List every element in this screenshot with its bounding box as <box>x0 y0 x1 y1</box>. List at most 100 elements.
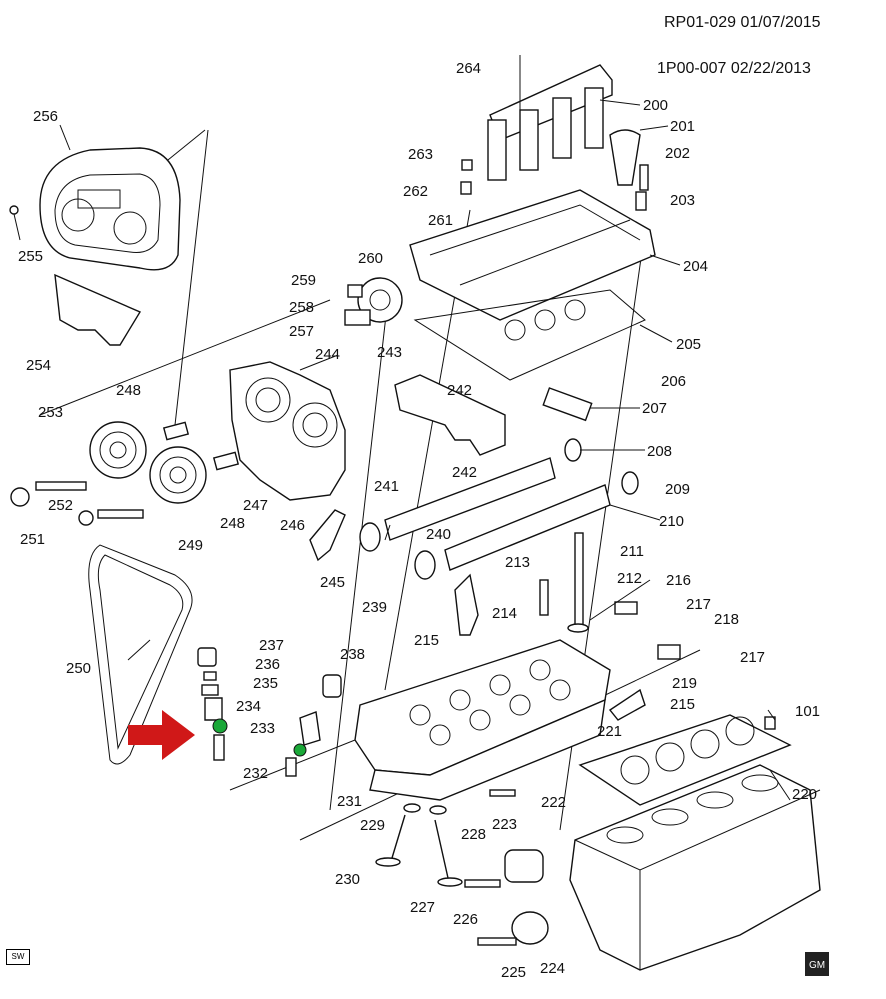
dowels-248 <box>162 421 240 471</box>
callout-205: 205 <box>676 336 701 353</box>
callout-264: 264 <box>456 60 481 77</box>
callout-240: 240 <box>426 526 451 543</box>
callout-243: 243 <box>377 344 402 361</box>
valve-stem-seal-233-highlight <box>212 718 228 734</box>
callout-262: 262 <box>403 183 428 200</box>
sensors-216-218 <box>614 601 681 660</box>
bolt-263-262 <box>460 159 473 195</box>
timing-belt-250 <box>88 544 193 765</box>
callout-224: 224 <box>540 960 565 977</box>
timing-cover-seal-254 <box>54 273 142 346</box>
callout-225: 225 <box>501 964 526 981</box>
callout-260: 260 <box>358 250 383 267</box>
cam-seal-239b <box>414 550 436 580</box>
callout-204: 204 <box>683 258 708 275</box>
callout-213: 213 <box>505 554 530 571</box>
pulleys-223-224 <box>504 849 549 945</box>
callout-232: 232 <box>243 765 268 782</box>
callout-215a: 215 <box>414 632 439 649</box>
callout-248a: 248 <box>116 382 141 399</box>
callout-254: 254 <box>26 357 51 374</box>
upper-timing-cover-256 <box>39 147 181 271</box>
callout-230: 230 <box>335 871 360 888</box>
callout-251: 251 <box>20 531 45 548</box>
callout-223: 223 <box>492 816 517 833</box>
callout-203: 203 <box>670 192 695 209</box>
dowel-101 <box>764 716 776 730</box>
callout-238: 238 <box>340 646 365 663</box>
callout-245: 245 <box>320 574 345 591</box>
callout-248b: 248 <box>220 515 245 532</box>
gm-logo: GM <box>805 952 829 976</box>
cam-seal-239a <box>359 522 381 552</box>
highlight-arrow <box>128 710 195 760</box>
callout-219: 219 <box>672 675 697 692</box>
diagram-ref-code-1: RP01-029 01/07/2015 <box>664 14 821 31</box>
cam-cover-gasket-205 <box>413 289 646 381</box>
stud-202-203 <box>635 164 649 211</box>
bolt-255 <box>9 205 21 241</box>
callout-207: 207 <box>642 400 667 417</box>
cam-bearing-cap-243 <box>394 374 506 456</box>
sw-badge: SW <box>6 949 30 965</box>
callout-253: 253 <box>38 404 63 421</box>
seals-208-209 <box>564 438 639 495</box>
engine-block <box>569 764 821 971</box>
camshaft-cover-204 <box>409 189 656 321</box>
callout-208: 208 <box>647 443 672 460</box>
bracket-214 <box>454 573 479 636</box>
callout-233: 233 <box>250 720 275 737</box>
bracket-219 <box>608 688 646 721</box>
leader-lines <box>59 55 791 801</box>
callout-201: 201 <box>670 118 695 135</box>
callout-101: 101 <box>795 703 820 720</box>
callout-215b: 215 <box>670 696 695 713</box>
diagram-ref-code-2: 1P00-007 02/22/2013 <box>657 60 811 77</box>
exhaust-cam-gear-249 <box>149 446 207 504</box>
callout-255: 255 <box>18 248 43 265</box>
callout-216: 216 <box>666 572 691 589</box>
callout-258: 258 <box>289 299 314 316</box>
callout-231: 231 <box>337 793 362 810</box>
callout-242b: 242 <box>452 464 477 481</box>
callout-250: 250 <box>66 660 91 677</box>
callout-210: 210 <box>659 513 684 530</box>
callout-236: 236 <box>255 656 280 673</box>
callout-228: 228 <box>461 826 486 843</box>
callout-226: 226 <box>453 911 478 928</box>
callout-261: 261 <box>428 212 453 229</box>
callout-218: 218 <box>714 611 739 628</box>
callout-211: 211 <box>620 543 644 560</box>
callout-222: 222 <box>541 794 566 811</box>
callout-256: 256 <box>33 108 58 125</box>
callout-239: 239 <box>362 599 387 616</box>
callout-263: 263 <box>408 146 433 163</box>
callout-labels: 256 255 254 253 248 244 252 251 249 248 … <box>18 60 820 981</box>
bolts-222-225-226 <box>464 789 517 946</box>
callout-241: 241 <box>374 478 399 495</box>
ignition-coil-200 <box>487 55 613 181</box>
callout-252: 252 <box>48 497 73 514</box>
callout-235: 235 <box>253 675 278 692</box>
valves-227-230 <box>375 803 463 887</box>
callout-217a: 217 <box>686 596 711 613</box>
callout-217b: 217 <box>740 649 765 666</box>
callout-202: 202 <box>665 145 690 162</box>
callout-209: 209 <box>665 481 690 498</box>
callout-257: 257 <box>289 323 314 340</box>
callout-259: 259 <box>291 272 316 289</box>
timing-chain-guide-245 <box>309 509 346 562</box>
svg-text:GM: GM <box>809 960 825 971</box>
head-bolt-211 <box>539 532 589 633</box>
camshaft-240 <box>384 457 556 541</box>
callout-220: 220 <box>792 786 817 803</box>
callout-244: 244 <box>315 346 340 363</box>
callout-242a: 242 <box>447 382 472 399</box>
oil-control-valve-207 <box>542 387 593 422</box>
callout-227: 227 <box>410 899 435 916</box>
intake-cam-gear-253 <box>89 421 147 479</box>
valvetrain-parts <box>197 647 342 777</box>
callout-247: 247 <box>243 497 268 514</box>
bolts-251-252 <box>10 481 144 526</box>
